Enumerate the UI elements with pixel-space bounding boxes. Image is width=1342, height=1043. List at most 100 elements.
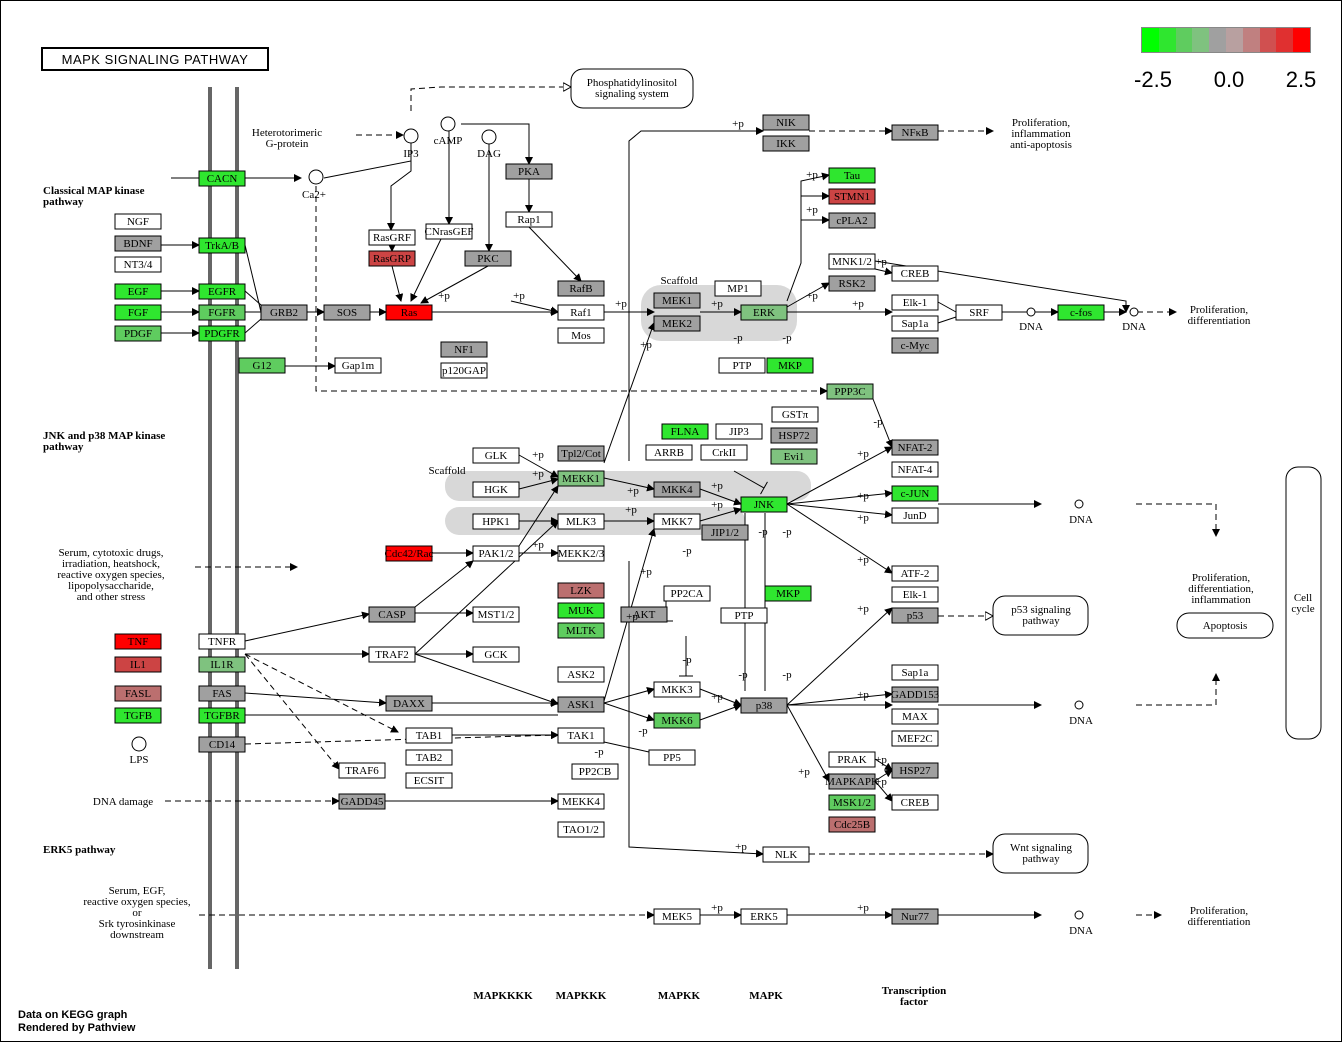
gene-c-myc[interactable]: c-Myc [891,337,939,354]
gene-box[interactable] [338,762,386,779]
gene-box[interactable] [557,327,605,344]
gene-box[interactable] [648,749,696,766]
gene-stmn1[interactable]: STMN1 [828,188,876,205]
gene-box[interactable] [385,545,433,562]
gene-elk-1[interactable]: Elk-1 [891,586,939,603]
gene-box[interactable] [714,280,762,297]
gene-p53[interactable]: p53 [891,607,939,624]
gene-g12[interactable]: G12 [238,357,286,374]
gene-mekk2-3[interactable]: MEKK2/3 [557,545,605,562]
gene-box[interactable] [472,447,520,464]
gene-muk[interactable]: MUK [557,602,605,619]
gene-box[interactable] [762,846,810,863]
gene-box[interactable] [472,646,520,663]
gene-mekk4[interactable]: MEKK4 [557,793,605,810]
gene-box[interactable] [715,423,763,440]
gene-daxx[interactable]: DAXX [385,695,433,712]
gene-hpk1[interactable]: HPK1 [472,513,520,530]
gene-nfat-2[interactable]: NFAT-2 [891,439,939,456]
gene-evi1[interactable]: Evi1 [770,448,818,465]
gene-box[interactable] [891,461,939,478]
gene-akt[interactable]: AKT [620,606,668,623]
gene-cpla2[interactable]: cPLA2 [828,212,876,229]
gene-box[interactable] [828,751,876,768]
gene-box[interactable] [891,315,939,332]
gene-lzk[interactable]: LZK [557,582,605,599]
gene-mekk1[interactable]: MEKK1 [557,470,605,487]
gene-hsp72[interactable]: HSP72 [770,427,818,444]
gene-box[interactable] [114,707,162,724]
gene-box[interactable] [891,730,939,747]
gene-ptp[interactable]: PTP [718,357,766,374]
gene-nf1[interactable]: NF1 [440,341,488,358]
gene-box[interactable] [368,606,416,623]
gene-rafb[interactable]: RafB [557,280,605,297]
gene-fgfr[interactable]: FGFR [198,304,246,321]
gene-mek2[interactable]: MEK2 [653,315,701,332]
gene-rsk2[interactable]: RSK2 [828,275,876,292]
gene-pkc[interactable]: PKC [464,250,512,267]
gene-jund[interactable]: JunD [891,507,939,524]
gene-mek5[interactable]: MEK5 [653,908,701,925]
gene-box[interactable] [828,794,876,811]
gene-box[interactable] [740,496,788,513]
gene-box[interactable] [198,170,246,187]
gene-erk[interactable]: ERK [740,304,788,321]
gene-box[interactable] [891,294,939,311]
gene-box[interactable] [700,444,748,461]
gene-box[interactable] [955,304,1003,321]
gene-box[interactable] [425,223,473,240]
gene-mnk1-2[interactable]: MNK1/2 [828,253,876,270]
gene-nf-b[interactable]: NFκB [891,124,939,141]
gene-box[interactable] [891,794,939,811]
gene-box[interactable] [720,607,768,624]
gene-box[interactable] [740,908,788,925]
gene-msk1-2[interactable]: MSK1/2 [828,794,876,811]
gene-box[interactable] [114,213,162,230]
gene-gck[interactable]: GCK [472,646,520,663]
gene-box[interactable] [334,357,382,374]
gene-box[interactable] [405,749,453,766]
gene-box[interactable] [385,695,433,712]
gene-box[interactable] [770,427,818,444]
gene-erk5[interactable]: ERK5 [740,908,788,925]
gene-box[interactable] [645,444,693,461]
gene-rap1[interactable]: Rap1 [505,211,553,228]
gene-box[interactable] [385,304,433,321]
gene-p120gap[interactable]: p120GAP [440,362,488,379]
gene-ikk[interactable]: IKK [762,135,810,152]
gene-box[interactable] [198,707,246,724]
gene-egf[interactable]: EGF [114,283,162,300]
gene-box[interactable] [764,585,812,602]
gene-nlk[interactable]: NLK [762,846,810,863]
gene-box[interactable] [828,212,876,229]
gene-box[interactable] [891,565,939,582]
gene-pdgfr[interactable]: PDGFR [198,325,246,342]
gene-c-jun[interactable]: c-JUN [891,485,939,502]
gene-box[interactable] [557,793,605,810]
gene-box[interactable] [198,656,246,673]
gene-box[interactable] [891,439,939,456]
gene-hgk[interactable]: HGK [472,481,520,498]
gene-box[interactable] [114,685,162,702]
gene-crkii[interactable]: CrkII [700,444,748,461]
gene-box[interactable] [368,229,416,246]
gene-box[interactable] [198,237,246,254]
gene-box[interactable] [828,188,876,205]
gene-box[interactable] [114,256,162,273]
gene-box[interactable] [828,167,876,184]
gene-box[interactable] [557,602,605,619]
gene-box[interactable] [198,304,246,321]
gene-jip1-2[interactable]: JIP1/2 [701,524,749,541]
gene-box[interactable] [198,283,246,300]
gene-egfr[interactable]: EGFR [198,283,246,300]
gene-box[interactable] [557,727,605,744]
gene-box[interactable] [1057,304,1105,321]
gene-sos[interactable]: SOS [323,304,371,321]
gene-box[interactable] [557,622,605,639]
gene-box[interactable] [464,250,512,267]
gene-pdgf[interactable]: PDGF [114,325,162,342]
gene-box[interactable] [891,908,939,925]
gene-box[interactable] [620,606,668,623]
gene-box[interactable] [653,908,701,925]
